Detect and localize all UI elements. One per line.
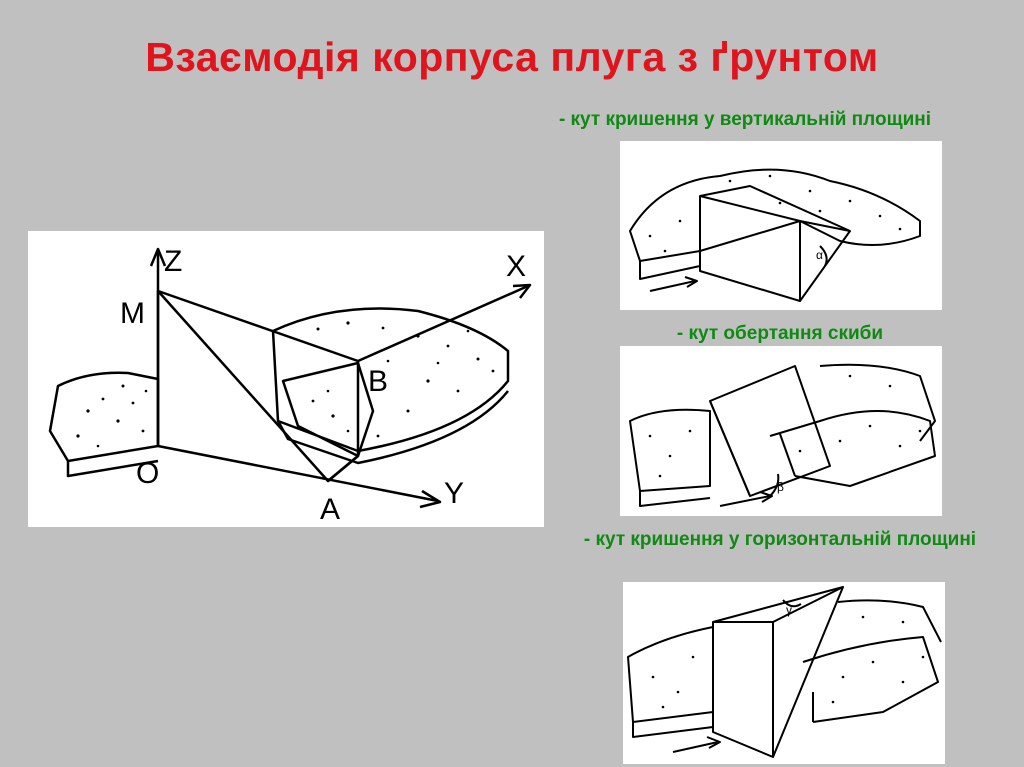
- label-x: X: [506, 250, 526, 283]
- main-diagram-panel: Z X M B O A Y: [28, 231, 544, 527]
- y-axis: [157, 444, 439, 503]
- caption-alpha-text: кут кришення у вертикальній площині: [570, 109, 932, 130]
- label-b: B: [368, 365, 388, 398]
- caption-gamma-dash: -: [583, 529, 591, 550]
- caption-beta-dash: -: [676, 323, 684, 344]
- caption-gamma-text: кут кришення у горизонтальній площині: [595, 529, 977, 550]
- label-m: M: [120, 297, 145, 330]
- caption-beta-text: кут обертання скиби: [688, 323, 884, 344]
- x-axis: [357, 284, 529, 363]
- beta-symbol: β: [777, 480, 784, 494]
- alpha-symbol: α: [816, 248, 823, 262]
- main-diagram: Z X M B O A Y: [48, 245, 532, 526]
- label-a: A: [320, 493, 340, 526]
- slice: [281, 361, 375, 458]
- caption-gamma: - кут кришення у горизонтальній площині: [545, 528, 1015, 551]
- gamma-symbol: γ: [786, 603, 792, 617]
- gamma-diagram: γ: [627, 586, 942, 758]
- slide-title: Взаємодія корпуса плуга з ґрунтом: [145, 34, 879, 80]
- label-z: Z: [164, 245, 182, 278]
- alpha-diagram-panel: α: [620, 141, 942, 310]
- soil-right: [271, 307, 510, 453]
- label-o: O: [136, 457, 159, 490]
- gamma-diagram-panel: γ: [623, 582, 945, 764]
- beta-diagram-panel: β: [620, 346, 942, 516]
- label-y: Y: [444, 477, 464, 510]
- beta-diagram: β: [629, 363, 936, 507]
- caption-alpha-dash: -: [558, 109, 566, 130]
- soil-left: [48, 371, 160, 463]
- caption-beta: - кут обертання скиби: [600, 322, 960, 345]
- caption-alpha: - кут кришення у вертикальній площині: [470, 108, 1020, 131]
- alpha-diagram: α: [629, 168, 921, 302]
